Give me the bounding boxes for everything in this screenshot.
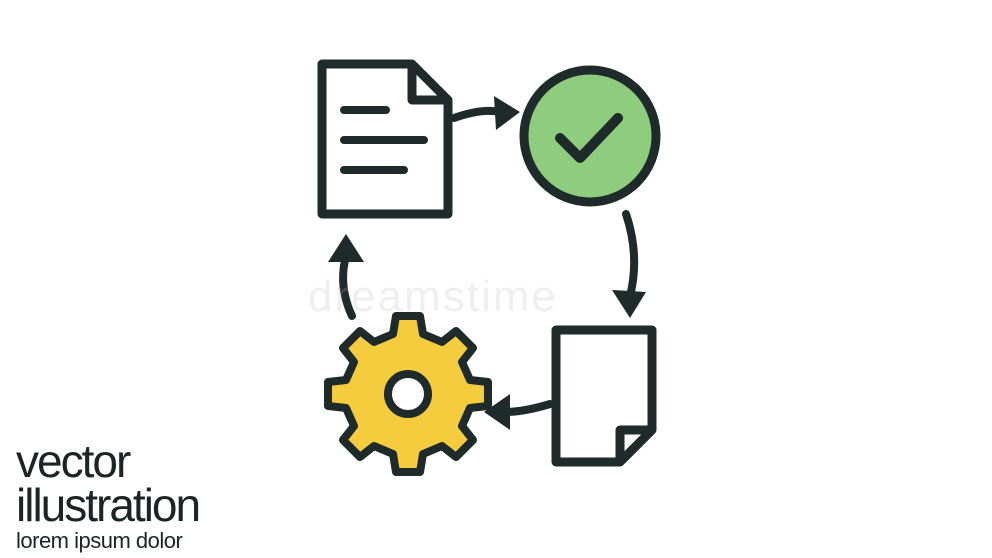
blank-document-icon	[551, 325, 657, 467]
arrow-icon	[484, 394, 554, 430]
caption-subtitle: illustration	[16, 479, 201, 531]
caption-tagline: lorem ipsum dolor	[16, 528, 183, 553]
document-icon	[317, 59, 453, 219]
gear-icon	[324, 312, 492, 476]
caption-title: vector	[16, 435, 131, 487]
check-circle-icon	[519, 65, 661, 207]
arrow-icon	[450, 96, 520, 130]
caption: vector illustration lorem ipsum dolor	[16, 435, 201, 553]
arrow-icon	[328, 234, 364, 320]
arrow-icon	[612, 210, 646, 318]
